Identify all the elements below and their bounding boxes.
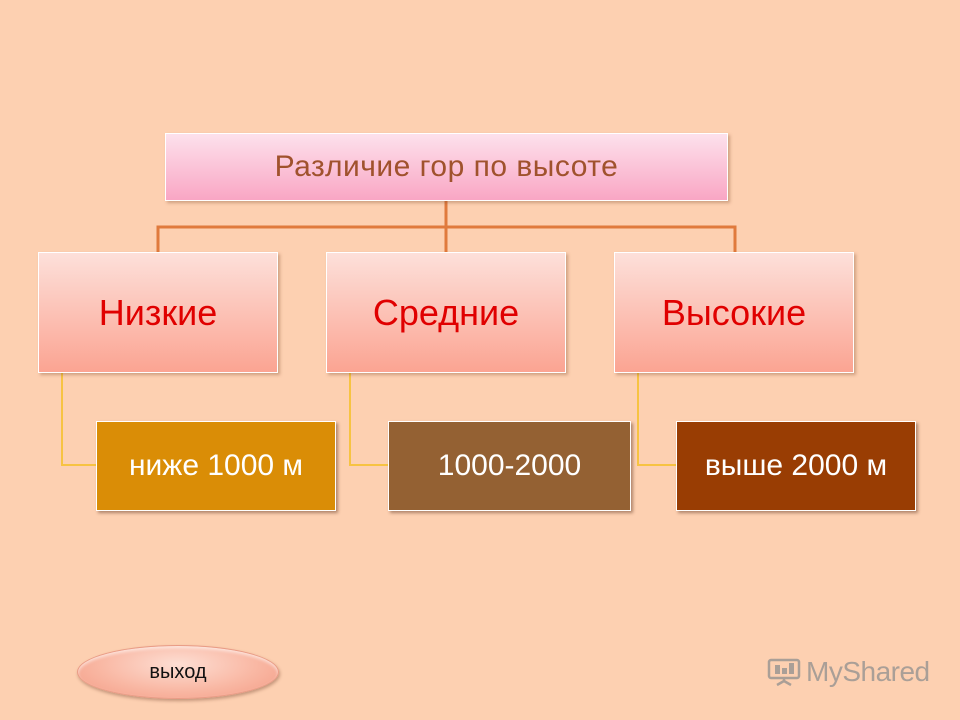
presentation-screen-icon: [767, 658, 801, 687]
mid-value-connector: [349, 373, 388, 466]
category-label-low: Низкие: [98, 291, 218, 333]
exit-button[interactable]: выход: [77, 645, 279, 699]
category-box-low: Низкие: [38, 252, 278, 373]
category-label-medium: Средние: [372, 291, 520, 333]
value-box-medium: 1000-2000: [388, 421, 631, 511]
low-value-connector: [61, 373, 96, 466]
exit-button-label: выход: [149, 660, 207, 683]
category-box-medium: Средние: [326, 252, 566, 373]
category-box-high: Высокие: [614, 252, 854, 373]
watermark-text: MyShared: [806, 656, 930, 687]
diagram-title-box: Различие гор по высоте: [165, 133, 728, 201]
value-label-medium: 1000-2000: [437, 449, 582, 482]
category-label-high: Высокие: [661, 291, 807, 333]
value-box-high: выше 2000 м: [676, 421, 916, 511]
diagram-title: Различие гор по высоте: [274, 150, 619, 183]
value-label-high: выше 2000 м: [704, 449, 888, 482]
value-box-low: ниже 1000 м: [96, 421, 336, 511]
value-label-low: ниже 1000 м: [128, 449, 304, 482]
high-value-connector: [637, 373, 676, 466]
watermark-logo: MyShared: [766, 656, 930, 688]
